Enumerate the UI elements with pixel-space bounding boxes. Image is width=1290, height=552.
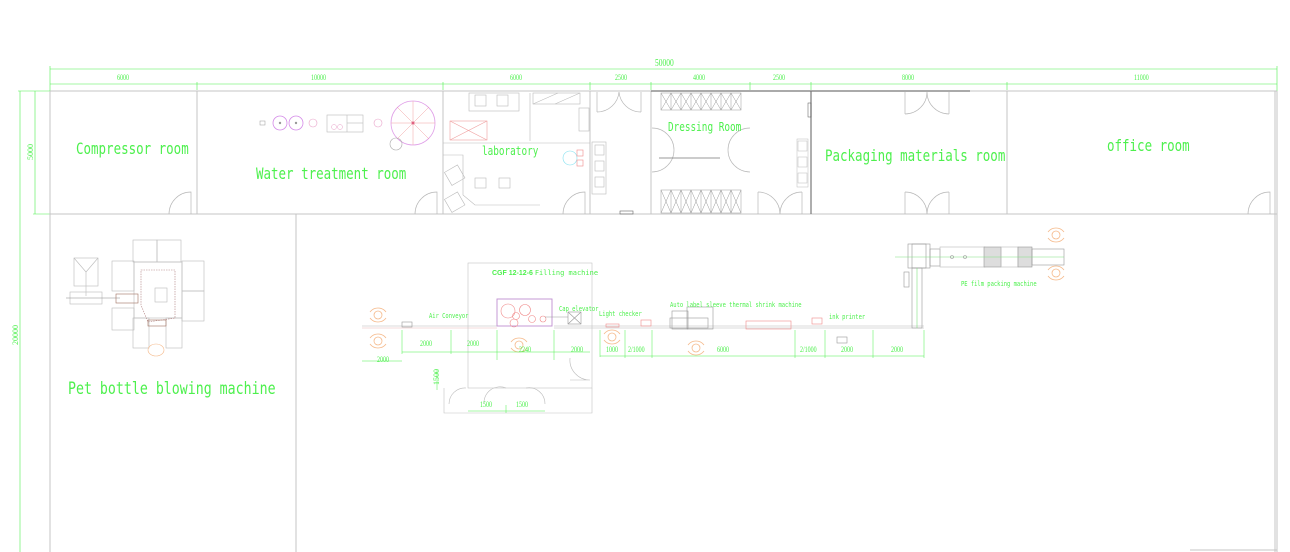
dim-airlock-width-2: 1500 — [516, 400, 528, 409]
room-label-water-treatment: Water treatment room — [256, 164, 407, 183]
dim-airlock-width-1: 1500 — [480, 400, 492, 409]
dim-airlock-height: 1500 — [432, 369, 441, 385]
filling-machine-model: CGF 12-12-6 — [492, 270, 533, 277]
dim-line-filler: 2240 — [519, 345, 531, 354]
dim-water-width: 10000 — [311, 73, 326, 82]
label-air-conveyor: Air Conveyor — [429, 312, 469, 320]
dim-line-gap-2: 2/1000 — [800, 345, 817, 354]
dim-top-row-height: 5000 — [26, 144, 35, 160]
building-walls — [49, 90, 1278, 552]
room-label-office: office room — [1107, 136, 1190, 155]
overall-width-dimension: 50000 — [655, 58, 674, 69]
line-dimension-lines — [362, 330, 925, 413]
dim-line-last: 2000 — [891, 345, 903, 354]
dressing-room-lockers — [659, 92, 812, 214]
dim-line-3: 2000 — [571, 345, 583, 354]
room-label-packaging: Packaging materials room — [825, 146, 1006, 165]
room-label-compressor: Compressor room — [76, 139, 189, 158]
dim-line-0: 2000 — [377, 355, 389, 364]
dim-line-1: 2000 — [420, 339, 432, 348]
label-cap-elevator: Cap elevator — [559, 305, 599, 313]
dim-line-2: 2000 — [467, 339, 479, 348]
dim-line-ink-printer: 2000 — [841, 345, 853, 354]
operator-icons — [369, 227, 1065, 356]
blowing-machine-drawing — [66, 239, 205, 357]
dim-overall-height: 20000 — [11, 325, 20, 345]
dim-line-label-machine: 6000 — [717, 345, 729, 354]
dim-packaging-width: 8000 — [902, 73, 914, 82]
label-pe-film-packing: PE film packing machine — [961, 280, 1037, 288]
left-dimension-lines — [18, 90, 50, 552]
dim-corridor2-width: 2500 — [773, 73, 785, 82]
dim-corridor-width: 2500 — [615, 73, 627, 82]
label-blowing-machine: Pet bottle blowing machine — [68, 379, 276, 399]
filling-machine-name: Filling machine — [534, 269, 599, 277]
doors — [168, 91, 1271, 215]
room-label-laboratory: laboratory — [482, 144, 539, 158]
dim-office-width: 11000 — [1134, 73, 1149, 82]
water-treatment-equipment — [259, 100, 436, 151]
label-filling-machine: CGF 12-12-6 Filling machine — [492, 269, 598, 277]
dim-line-gap-1: 2/1000 — [628, 345, 645, 354]
label-light-checker: Light checker — [599, 310, 642, 318]
label-ink-printer: ink printer — [829, 313, 866, 321]
dim-dressing-width: 4000 — [693, 73, 705, 82]
dim-lab-width: 6000 — [510, 73, 522, 82]
room-label-dressing: Dressing Room — [668, 120, 742, 134]
top-dimension-lines — [49, 66, 1278, 92]
dim-line-light-checker: 1000 — [606, 345, 618, 354]
production-line — [362, 243, 1065, 414]
laboratory-furniture — [443, 92, 634, 215]
dim-compressor-width: 6000 — [117, 73, 129, 82]
label-label-sleeve-machine: Auto label sleeve thermal shrink machine — [670, 301, 802, 309]
